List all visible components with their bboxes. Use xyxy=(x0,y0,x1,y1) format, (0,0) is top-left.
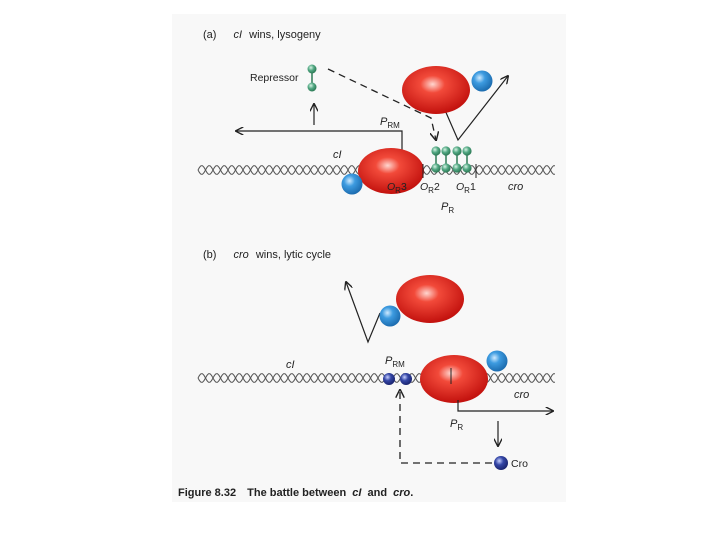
panel-b-title: (b) cro wins, lytic cycle xyxy=(203,249,331,261)
rna-polymerase-bound-b xyxy=(420,355,488,403)
rna-polymerase-bound-a xyxy=(358,148,424,194)
panel-a-title-rest: wins, lysogeny xyxy=(248,29,321,41)
bound-cro-icon xyxy=(383,373,412,385)
rna-polymerase-top-a xyxy=(402,66,470,114)
sigma-factor-top-b xyxy=(379,305,401,327)
pr-label-a: PR xyxy=(441,201,454,215)
repressor-dimer-icon xyxy=(307,64,317,92)
prm-label-a: PRM xyxy=(380,116,400,130)
panel-b: (b) cro wins, lytic cycle Cr xyxy=(197,249,555,470)
bound-repressors-icon xyxy=(431,146,472,173)
dna-strand-b2 xyxy=(197,373,555,383)
ci-gene-label-a: cI xyxy=(333,149,342,161)
pr-transcription-arrow-a xyxy=(440,76,508,142)
prm-transcription-arrow xyxy=(236,131,403,152)
panel-b-title-gene: cro xyxy=(234,249,249,261)
sigma-factor-top-a xyxy=(471,70,493,92)
caption-and: and xyxy=(367,487,387,499)
caption-gene2: cro xyxy=(393,487,410,499)
cro-protein-icon xyxy=(494,456,508,470)
figure-number: Figure 8.32 xyxy=(178,487,236,499)
repressor-label: Repressor xyxy=(250,72,299,84)
ci-gene-label-b: cI xyxy=(286,359,295,371)
cro-protein-label: Cro xyxy=(511,458,528,470)
figure-panel xyxy=(172,14,566,502)
rna-polymerase-top-b xyxy=(396,275,464,323)
panel-a-title: (a) cI wins, lysogeny xyxy=(203,29,321,41)
or3-label: OR3 xyxy=(387,181,407,195)
prm-released-arrow-b xyxy=(346,282,381,344)
panel-b-title-rest: wins, lytic cycle xyxy=(255,249,331,261)
cro-gene-label-a: cro xyxy=(508,181,523,193)
sigma-factor-bound-b xyxy=(486,350,508,372)
caption-period: . xyxy=(410,487,413,499)
cro-gene-label-b: cro xyxy=(514,389,529,401)
panel-b-letter: (b) xyxy=(203,249,216,261)
dashed-feedback-line-a xyxy=(327,68,436,140)
or2-label: OR2 xyxy=(420,181,440,195)
pr-transcription-arrow-b xyxy=(457,400,553,411)
panel-a-letter: (a) xyxy=(203,29,216,41)
dashed-feedback-line-b xyxy=(400,390,492,464)
prm-label-b: PRM xyxy=(385,355,405,369)
or1-label: OR1 xyxy=(456,181,476,195)
dna-strand-b1 xyxy=(197,373,555,383)
sigma-factor-bound-a xyxy=(341,173,363,195)
pr-label-b: PR xyxy=(450,418,463,432)
panel-a: (a) cI wins, lysogeny Repressor xyxy=(197,29,555,215)
dna-helix-b xyxy=(197,373,555,383)
panel-a-title-gene: cI xyxy=(234,29,243,41)
figure-caption: Figure 8.32 The battle between cI and cr… xyxy=(178,487,413,499)
caption-prefix: The battle between xyxy=(247,487,346,499)
caption-gene1: cI xyxy=(352,487,362,499)
